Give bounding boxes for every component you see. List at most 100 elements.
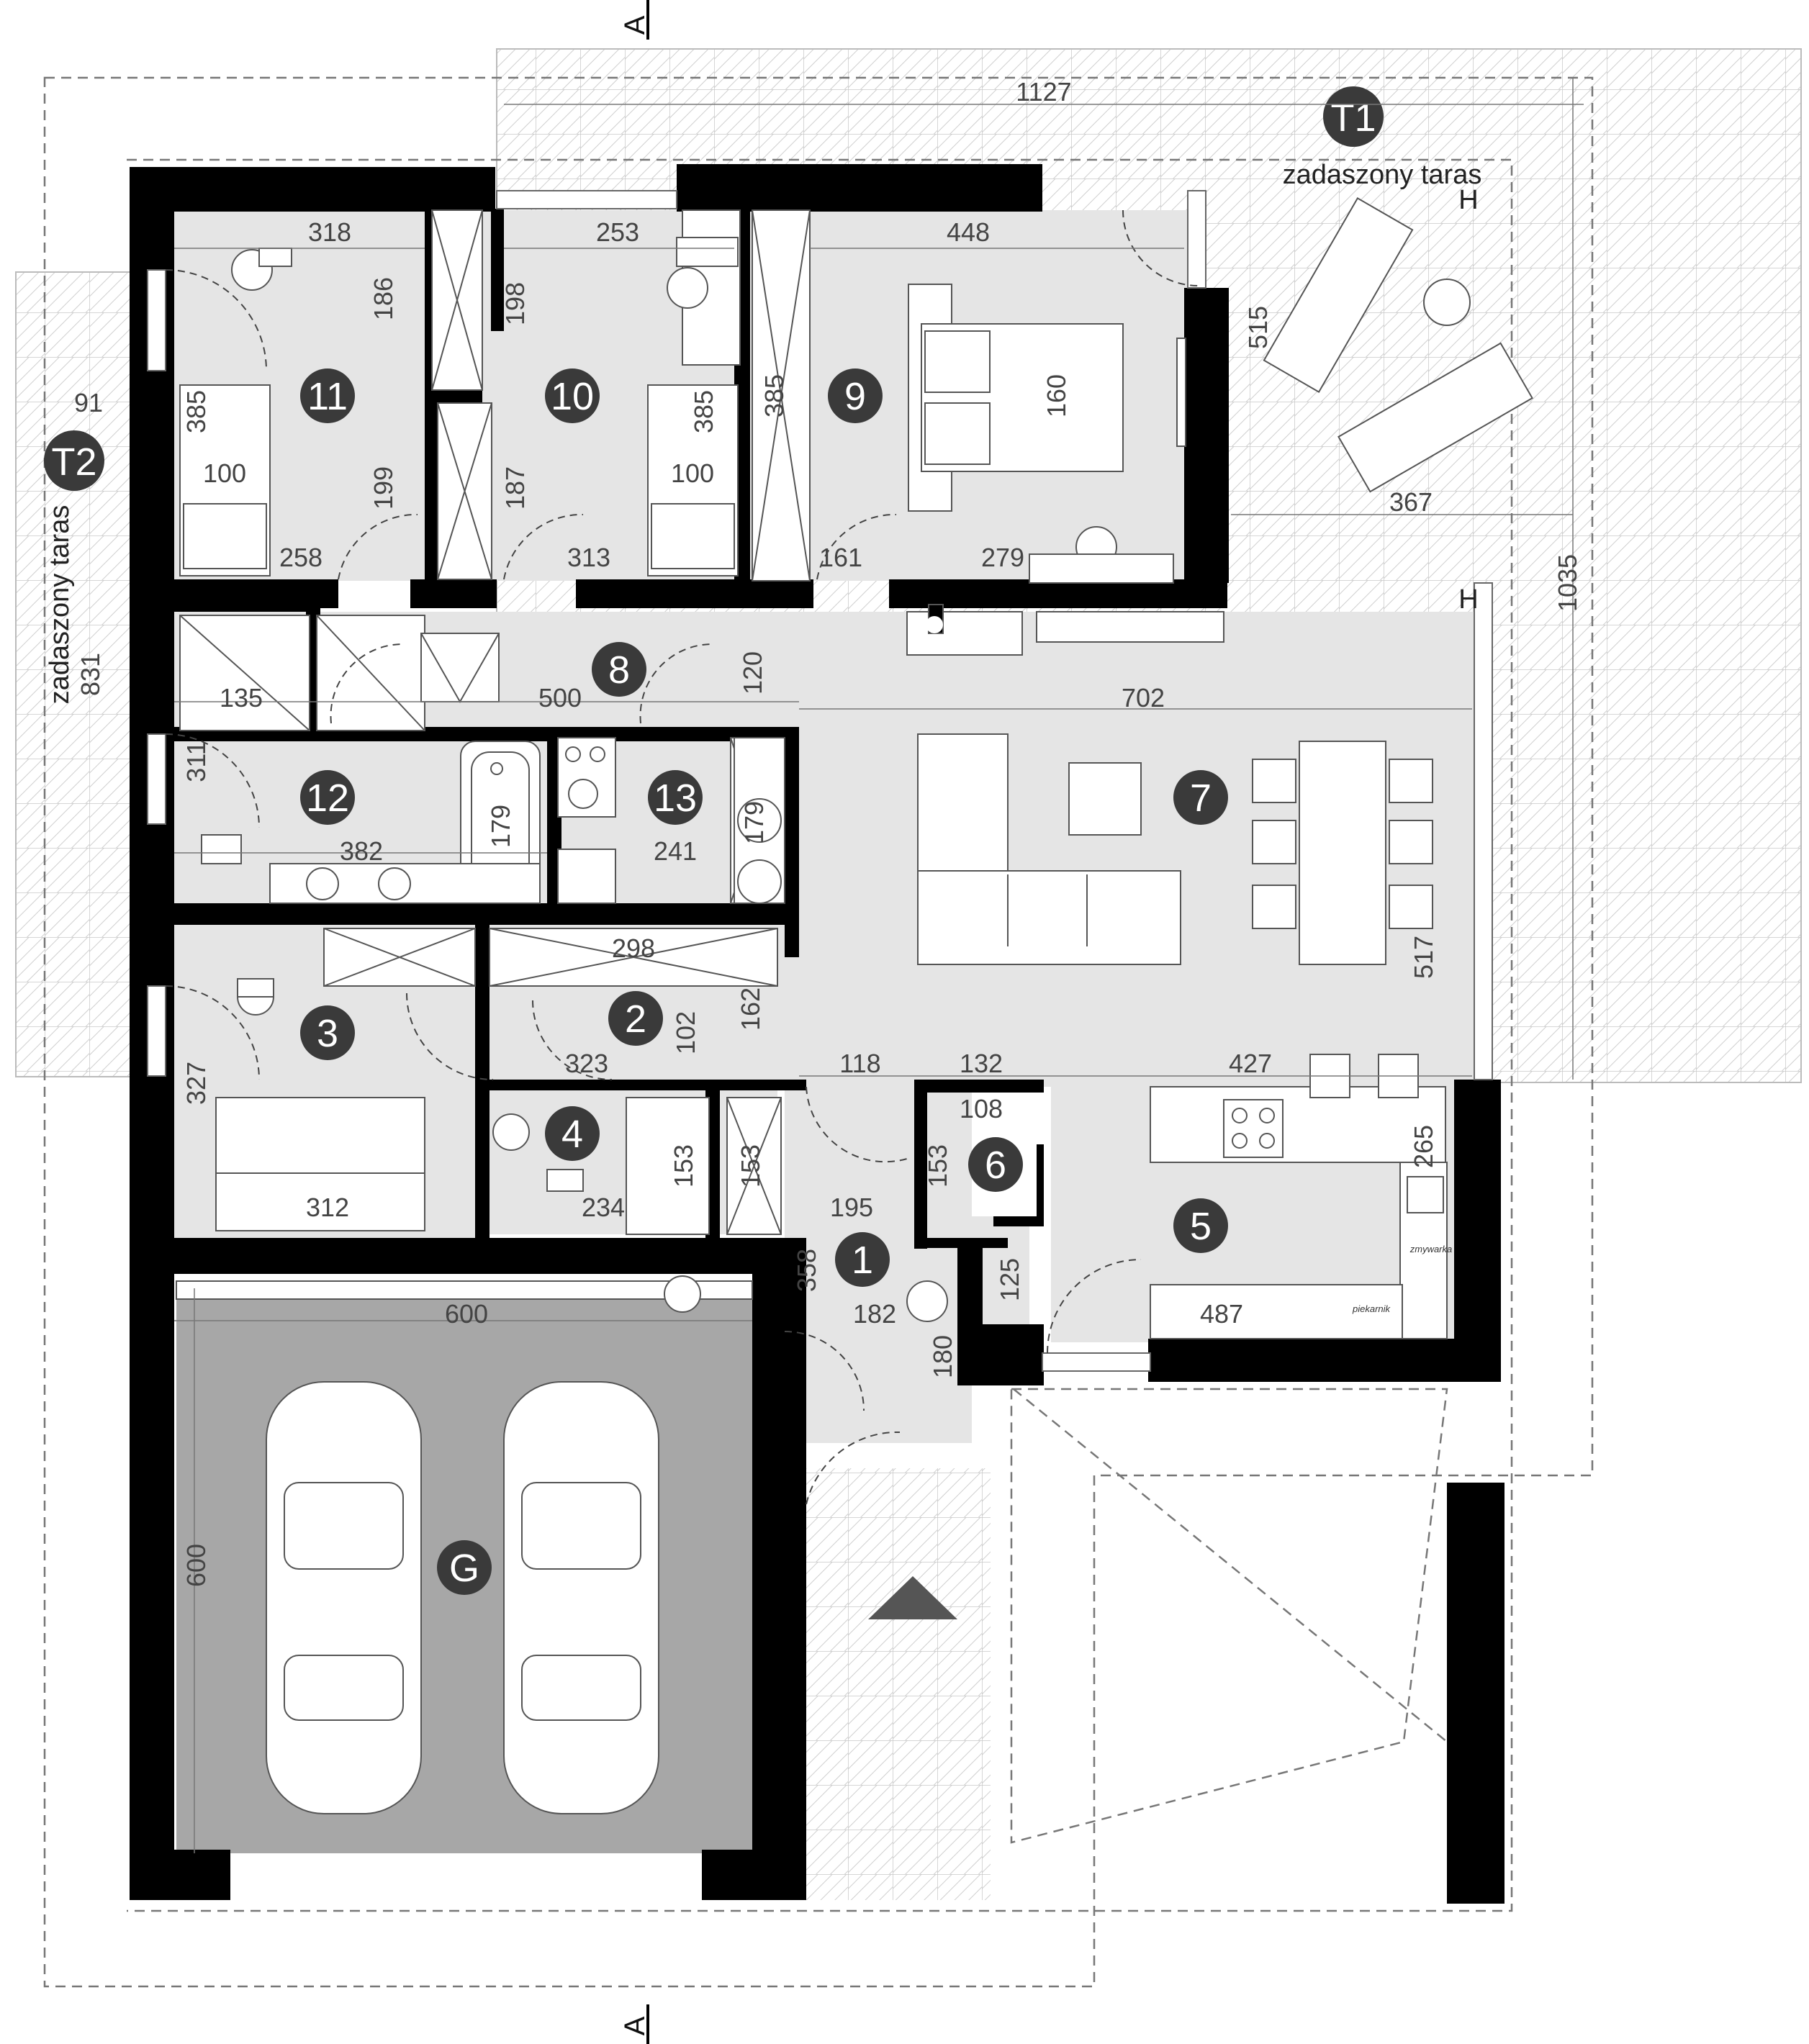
dim-kitchen-w: 427 [1229, 1049, 1272, 1078]
section-label-top: A [619, 15, 651, 35]
dim-r6-a: 132 [960, 1049, 1003, 1078]
room-label-10: 10 [551, 375, 594, 418]
dim-r12-tub: 179 [486, 805, 515, 848]
oven-label: piekarnik [1352, 1303, 1391, 1314]
dim-r1-w: 195 [830, 1193, 873, 1222]
dim-r9-bed: 160 [1042, 374, 1071, 417]
dim-hall-w: 500 [538, 683, 582, 713]
terrace-t1-marker [1323, 86, 1384, 147]
dim-terrace-width: 1127 [1016, 77, 1071, 107]
dim-r3-h: 327 [181, 1062, 211, 1105]
dim-r6-h2: 125 [995, 1258, 1024, 1301]
dishwasher-label: zmywarka [1409, 1244, 1453, 1254]
dim-living-h: 517 [1409, 936, 1438, 979]
room-label-5: 5 [1190, 1205, 1212, 1248]
room-marker-6 [968, 1137, 1023, 1192]
dim-r2-h: 102 [671, 1011, 700, 1054]
room-label-13: 13 [654, 777, 697, 820]
room-marker-9 [828, 368, 883, 423]
dim-kitchen-h: 265 [1409, 1125, 1438, 1168]
room-label-1: 1 [852, 1239, 873, 1282]
dim-r11-h: 186 [369, 277, 398, 320]
dim-living-w: 702 [1122, 683, 1165, 713]
level-mark-lower: H [1458, 584, 1478, 615]
terrace-t2-label: zadaszony taras [45, 505, 75, 705]
dim-r1-h2: 180 [928, 1335, 957, 1378]
level-mark-upper: H [1458, 185, 1478, 215]
dim-r12-w: 382 [340, 836, 383, 866]
dim-r11-w: 318 [308, 217, 351, 247]
terrace-t2-marker-text: T2 [51, 440, 96, 484]
terrace-t1-label: zadaszony taras [1283, 160, 1482, 190]
dim-r10-bed-w: 100 [671, 458, 714, 488]
dim-r13-w: 241 [654, 836, 697, 866]
dim-r10-bottom: 313 [567, 543, 610, 572]
dim-r2-w: 298 [612, 933, 655, 963]
dim-r9-closet: 385 [759, 374, 789, 417]
dim-t1-width: 367 [1389, 487, 1433, 517]
room-label-11: 11 [307, 375, 348, 418]
entrance-paving [798, 1468, 991, 1900]
room-label-12: 12 [306, 777, 349, 820]
dim-r10-bed-h: 385 [689, 390, 718, 433]
dim-r10-closet: 187 [500, 466, 530, 510]
dim-r9-w: 448 [947, 217, 990, 247]
room-marker-garage [437, 1540, 492, 1595]
dim-r9-bottom-b: 279 [981, 543, 1024, 572]
dim-r11-bed-w: 100 [203, 458, 246, 488]
dim-kitchen-bottom: 487 [1200, 1299, 1243, 1329]
dim-r10-w: 253 [596, 217, 639, 247]
dimension-lines [174, 78, 1584, 1853]
room-label-8: 8 [608, 648, 630, 692]
dim-r9-bottom-a: 161 [819, 543, 862, 572]
dim-r4-h2: 153 [736, 1144, 765, 1188]
room-label-6: 6 [985, 1144, 1006, 1187]
dim-hall-135: 135 [220, 683, 263, 713]
dim-r6-h: 153 [923, 1144, 952, 1188]
dim-r6-w: 108 [960, 1094, 1003, 1123]
dim-garage-w: 600 [445, 1299, 488, 1329]
dim-hall-h: 120 [738, 651, 767, 695]
dim-r11-bed-h: 385 [181, 390, 211, 433]
terrace-t1-marker-text: T1 [1330, 96, 1376, 140]
dim-r1-a: 118 [839, 1049, 880, 1078]
dim-t2-length: 831 [76, 653, 105, 696]
room-label-3: 3 [317, 1012, 338, 1055]
dim-r1-bottom: 182 [853, 1299, 896, 1329]
door-swings [165, 209, 1199, 1505]
dim-r11-bottom: 258 [279, 543, 322, 572]
dim-r1-h: 358 [792, 1249, 821, 1292]
room-marker-5 [1173, 1198, 1228, 1253]
room-marker-10 [545, 368, 600, 423]
built-in-fixtures [176, 197, 1533, 1339]
dim-r12-h: 311 [181, 741, 211, 782]
dim-r2-side: 162 [736, 987, 765, 1031]
room-label-garage: G [449, 1547, 479, 1590]
entrance-arrow-icon [868, 1576, 957, 1619]
room-markers: 1 2 3 4 5 6 7 8 9 10 11 12 13 G [300, 368, 1228, 1595]
dim-r13-h: 179 [739, 801, 769, 844]
room-label-9: 9 [844, 375, 866, 418]
dim-total-length: 1035 [1553, 554, 1582, 612]
room-marker-4 [545, 1106, 600, 1161]
dim-garage-h: 600 [181, 1544, 211, 1587]
dim-t1-depth: 515 [1243, 306, 1273, 349]
dim-r3-w: 312 [306, 1193, 349, 1222]
room-label-2: 2 [625, 998, 646, 1041]
dim-r11-closet: 199 [369, 466, 398, 510]
dim-r4-h: 153 [669, 1144, 698, 1188]
room-label-4: 4 [561, 1113, 583, 1156]
car-icons [266, 1381, 659, 1814]
dim-t2-depth: 91 [74, 388, 103, 417]
room-label-7: 7 [1190, 777, 1212, 820]
dim-r4-w: 323 [565, 1049, 608, 1078]
room-marker-2 [608, 991, 663, 1046]
dim-r4-bottom: 234 [582, 1193, 625, 1222]
windows [147, 190, 1493, 1372]
section-label-bottom: A [619, 2016, 651, 2035]
room-marker-12 [300, 770, 355, 825]
room-marker-8 [592, 642, 646, 697]
room-marker-3 [300, 1005, 355, 1060]
room-marker-1 [835, 1232, 890, 1287]
